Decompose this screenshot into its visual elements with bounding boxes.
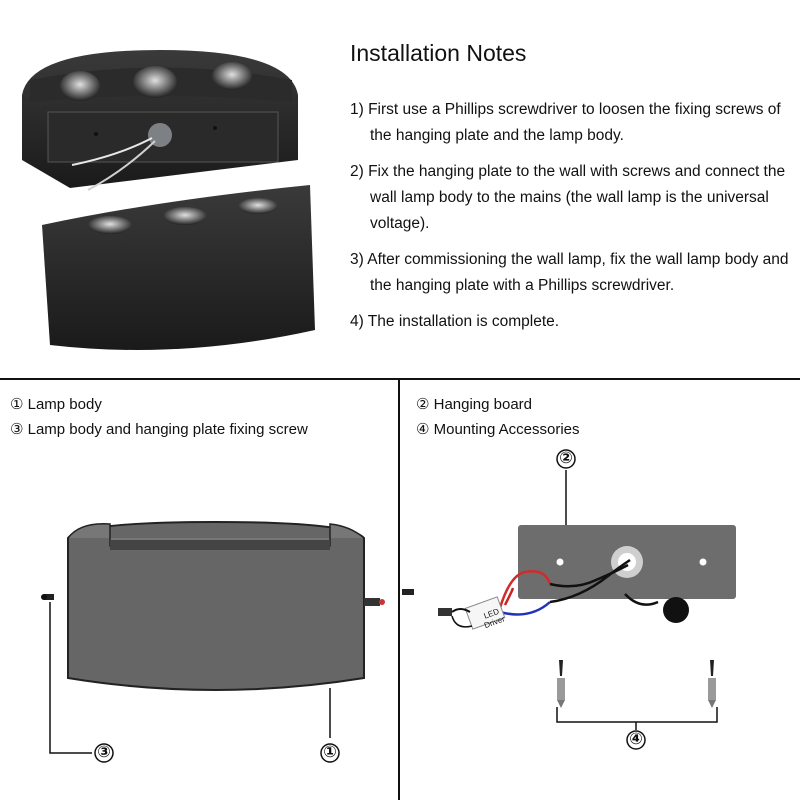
lamp-body-panel: ① Lamp body ③ Lamp body and hanging plat… <box>0 380 398 800</box>
lamp-body-legend: ① Lamp body ③ Lamp body and hanging plat… <box>10 392 308 442</box>
top-section: Installation Notes 1) First use a Philli… <box>0 0 800 378</box>
legend-item-mounting-accessories: ④ Mounting Accessories <box>416 421 580 438</box>
legend-item-lamp-body: ① Lamp body <box>10 396 102 413</box>
callout-screw: ③ <box>97 744 111 761</box>
callout-lamp-body: ① <box>323 744 337 761</box>
horizontal-divider <box>0 378 800 380</box>
callout-accessories: ④ <box>629 731 643 748</box>
callout-hanging-board: ② <box>559 450 573 467</box>
fixing-screw-left <box>41 594 54 600</box>
installation-notes: Installation Notes 1) First use a Philli… <box>350 40 790 345</box>
hanging-board-diagram <box>402 449 736 750</box>
note-step: 3) After commissioning the wall lamp, fi… <box>350 251 789 294</box>
lamp-product-photo <box>22 50 315 350</box>
notes-title: Installation Notes <box>350 40 527 66</box>
legend-item-fixing-screw: ③ Lamp body and hanging plate fixing scr… <box>10 421 308 438</box>
lamp-body-diagram <box>41 520 385 763</box>
note-step: 1) First use a Phillips screwdriver to l… <box>350 101 781 144</box>
hanging-board-legend: ② Hanging board ④ Mounting Accessories <box>416 392 580 442</box>
note-step: 2) Fix the hanging plate to the wall wit… <box>350 163 786 232</box>
lamp-upper-half <box>22 50 298 191</box>
note-step: 4) The installation is complete. <box>350 313 560 330</box>
notes-steps-list: 1) First use a Phillips screwdriver to l… <box>350 97 790 335</box>
lamp-lower-half <box>42 185 315 350</box>
mounting-screw-right <box>708 660 716 708</box>
legend-item-hanging-board: ② Hanging board <box>416 396 533 413</box>
side-connector <box>364 598 385 606</box>
hanging-board-panel: ② Hanging board ④ Mounting Accessories <box>400 380 800 800</box>
mounting-screw-left <box>557 660 565 708</box>
led-driver <box>438 596 506 630</box>
vertical-divider <box>398 378 400 800</box>
